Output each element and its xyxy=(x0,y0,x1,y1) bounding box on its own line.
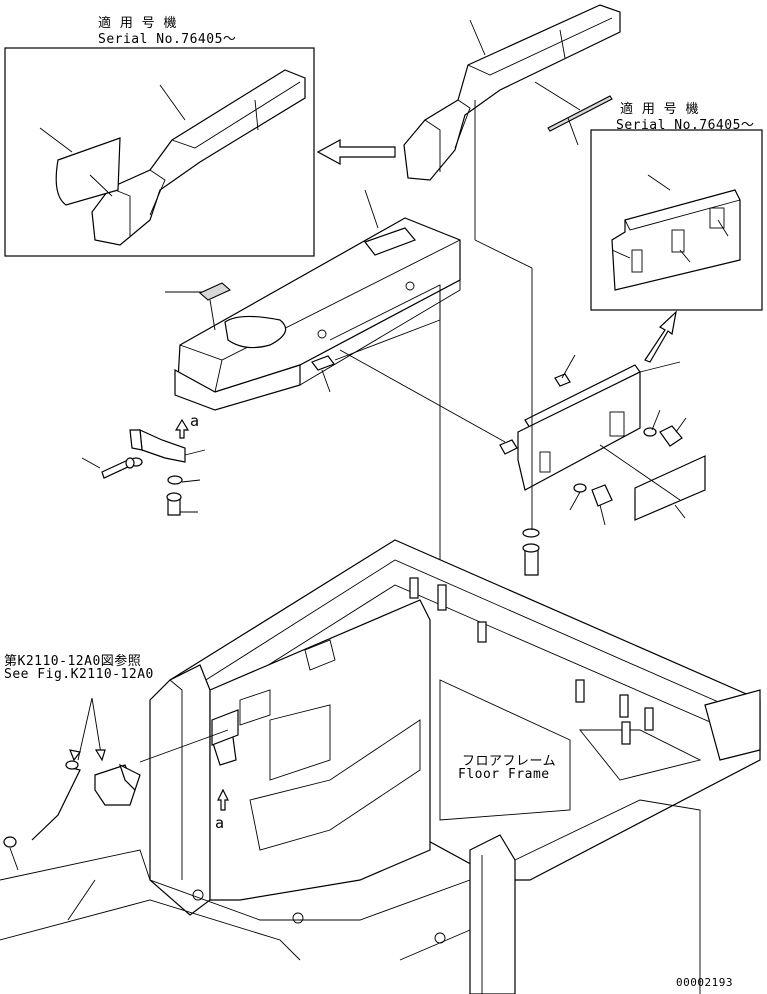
knob xyxy=(659,425,683,447)
stud xyxy=(409,577,419,599)
inset-bracket xyxy=(611,189,741,291)
lock-assembly xyxy=(3,760,141,848)
serial-note-left-en: Serial No.76405～ xyxy=(98,32,237,47)
latch-bracket xyxy=(211,709,239,746)
bolt-head xyxy=(166,492,182,502)
see-fig-note-jp: 第K2110-12A0図参照 xyxy=(4,654,142,669)
leader xyxy=(81,457,101,469)
leader xyxy=(569,491,581,511)
leader xyxy=(184,449,206,456)
leader xyxy=(321,369,331,393)
stud xyxy=(437,584,447,611)
leader xyxy=(567,117,579,146)
ref-a-bottom: a xyxy=(215,814,225,832)
leader xyxy=(181,479,201,483)
leader xyxy=(647,174,671,191)
top-armrest xyxy=(403,4,621,181)
stud xyxy=(575,679,585,703)
leader xyxy=(674,504,686,519)
center-line xyxy=(339,349,506,443)
bolt-head xyxy=(522,543,540,553)
arrow-to-left-inset xyxy=(316,138,396,166)
console-label xyxy=(198,282,232,301)
leader xyxy=(469,19,486,56)
leader xyxy=(159,84,186,121)
arrow-to-right-inset xyxy=(644,310,677,363)
floor-frame-label-en: Floor Frame xyxy=(458,767,550,782)
stud xyxy=(644,707,654,731)
leader xyxy=(611,249,631,259)
leader xyxy=(639,361,681,373)
cap xyxy=(311,355,335,371)
stud xyxy=(477,621,487,643)
stud xyxy=(621,721,631,745)
leader xyxy=(209,299,216,331)
serial-note-right-jp: 適 用 号 機 xyxy=(620,102,699,117)
seal-strip xyxy=(547,95,613,132)
floor-frame xyxy=(0,539,761,994)
bolt-head xyxy=(125,457,135,469)
leader xyxy=(599,444,681,501)
arrowhead xyxy=(69,749,82,762)
leader xyxy=(651,409,661,431)
serial-note-left-jp: 適 用 号 機 xyxy=(98,16,177,31)
ref-a-top: a xyxy=(190,412,200,430)
console-box xyxy=(174,217,461,411)
leader xyxy=(39,127,73,153)
arrow-a-top xyxy=(174,418,190,439)
leader xyxy=(599,504,606,526)
serial-note-right-en: Serial No.76405～ xyxy=(616,118,755,133)
see-fig-note-en: See Fig.K2110-12A0 xyxy=(4,667,154,682)
center-line xyxy=(474,239,533,269)
plate-label xyxy=(634,455,706,521)
nut xyxy=(554,373,571,387)
center-line xyxy=(139,729,229,763)
drawing-number: 00002193 xyxy=(676,976,733,989)
leader xyxy=(675,417,687,433)
leader xyxy=(534,81,581,111)
leader xyxy=(67,879,96,921)
leader xyxy=(679,249,691,263)
leader xyxy=(561,354,576,379)
inset-armrest xyxy=(91,69,306,246)
leader xyxy=(717,219,729,237)
console-bracket xyxy=(129,429,186,463)
washer xyxy=(167,475,183,485)
leader xyxy=(77,697,93,761)
stud xyxy=(619,694,629,718)
inset-frame-right xyxy=(590,129,763,311)
arrowhead xyxy=(94,749,106,762)
washer xyxy=(643,427,657,437)
leader xyxy=(9,847,19,871)
washer xyxy=(573,483,587,493)
inset-frame-left xyxy=(4,47,315,257)
leader xyxy=(364,189,379,229)
arrow-a-bottom xyxy=(217,788,229,811)
nut xyxy=(499,439,518,455)
leader xyxy=(89,174,113,197)
washer xyxy=(522,528,540,538)
right-bracket xyxy=(517,364,641,491)
floor-frame-label-jp: フロアフレーム xyxy=(462,754,557,769)
knob xyxy=(591,484,613,507)
